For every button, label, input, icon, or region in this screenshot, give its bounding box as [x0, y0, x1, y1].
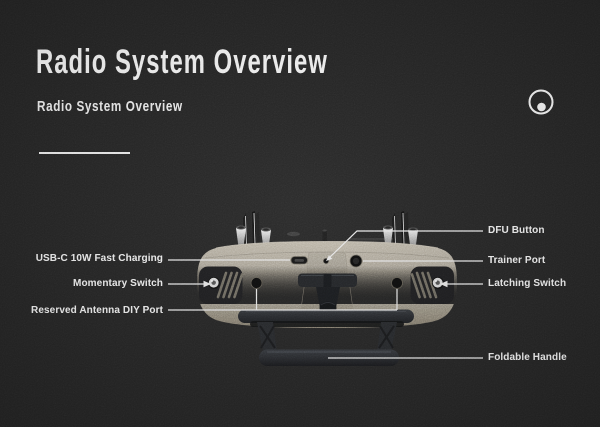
- label-reserved-antenna-diy-port: Reserved Antenna DIY Port: [31, 305, 163, 316]
- trainer-port: [349, 254, 363, 268]
- label-momentary-switch: Momentary Switch: [73, 278, 163, 289]
- reserved-antenna-port-right: [391, 277, 403, 289]
- title-underline-divider: [39, 152, 130, 154]
- page-subtitle: Radio System Overview: [37, 98, 183, 115]
- label-latching-switch: Latching Switch: [488, 278, 567, 289]
- label-usb-c-fast-charging: USB-C 10W Fast Charging: [35, 253, 163, 264]
- right-gimbal-sticks: [392, 210, 409, 247]
- circle-dot-icon: [528, 89, 554, 115]
- usb-c-port: [290, 256, 308, 265]
- latching-switch: [432, 277, 444, 289]
- momentary-switch: [208, 277, 220, 289]
- reserved-antenna-port-left: [250, 277, 263, 289]
- label-trainer-port: Trainer Port: [488, 255, 546, 266]
- label-dfu-button: DFU Button: [488, 225, 545, 236]
- label-foldable-handle: Foldable Handle: [488, 352, 567, 363]
- page-title: Radio System Overview: [36, 43, 328, 81]
